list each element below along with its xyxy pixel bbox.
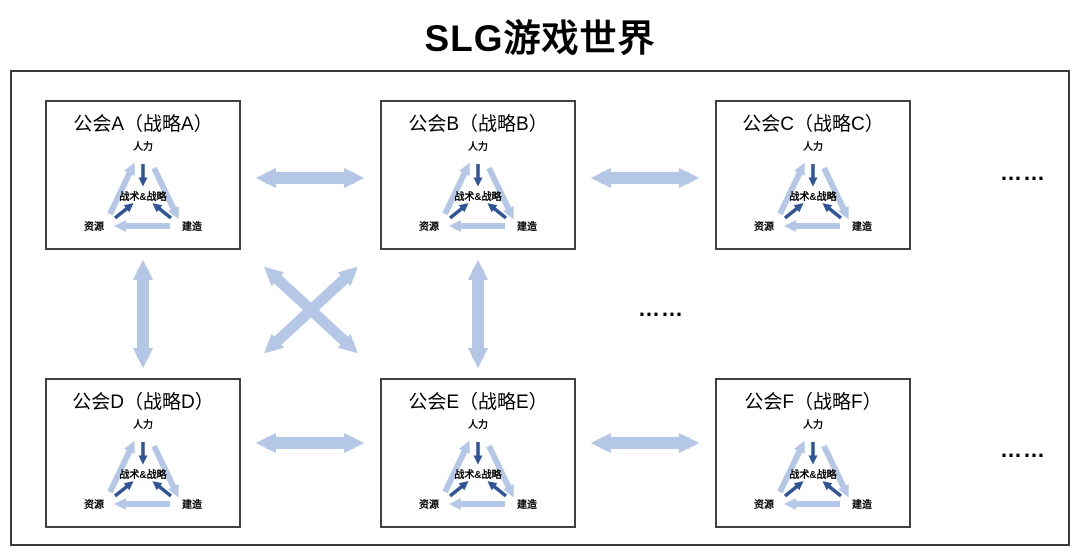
label-build: 建造 [181, 220, 203, 233]
guild-c-title: 公会C（战略C） [742, 114, 884, 135]
cycle-arrow-resources-to-manpower [777, 162, 805, 216]
ellipsis-row1: …… [1000, 160, 1046, 185]
page-title: SLG游戏世界 [424, 18, 656, 59]
label-build: 建造 [516, 220, 538, 233]
cycle-arrow-manpower-to-build [486, 166, 514, 220]
label-resources: 资源 [754, 220, 774, 233]
label-build: 建造 [851, 498, 873, 511]
inward-arrow-left [783, 481, 804, 498]
cycle-arrow-manpower-to-build [151, 166, 179, 220]
cycle-arrow-manpower-to-build [821, 166, 849, 220]
label-manpower: 人力 [468, 140, 488, 153]
cycle-arrow-manpower-to-build [151, 444, 179, 498]
guild-e-title: 公会E（战略E） [408, 392, 548, 413]
double-arrow-b-d [264, 266, 358, 354]
label-tactics-strategy: 战术&战略 [789, 190, 837, 203]
label-build: 建造 [516, 498, 538, 511]
label-tactics-strategy: 战术&战略 [454, 468, 502, 481]
guild-b-loop-diagram: 人力 战术&战略 资源 建造 [419, 140, 538, 233]
label-manpower: 人力 [133, 418, 153, 431]
guild-box-a: 公会A（战略A） 人力 战术&战略 资源 建造 [45, 100, 241, 250]
cycle-arrow-manpower-to-build [486, 444, 514, 498]
connector-a-b [255, 167, 365, 189]
label-resources: 资源 [419, 220, 439, 233]
connector-a-d [132, 259, 154, 369]
guild-box-d: 公会D（战略D） 人力 战术&战略 资源 建造 [45, 378, 241, 528]
guild-d-title: 公会D（战略D） [72, 392, 214, 413]
ellipsis-middle: …… [638, 296, 684, 321]
connector-cross-diagonal [264, 266, 358, 354]
cycle-arrow-resources-to-manpower [442, 162, 470, 216]
inward-arrow-left [783, 203, 804, 220]
label-tactics-strategy: 战术&战略 [119, 190, 167, 203]
inward-arrow-right [152, 481, 173, 498]
guild-f-loop-diagram: 人力 战术&战略 资源 建造 [754, 418, 873, 511]
label-tactics-strategy: 战术&战略 [119, 468, 167, 481]
guild-d-loop-diagram: 人力 战术&战略 资源 建造 [84, 418, 203, 511]
connector-d-e [255, 432, 365, 454]
inward-arrow-right [487, 203, 508, 220]
inward-arrow-left [113, 203, 134, 220]
label-build: 建造 [851, 220, 873, 233]
label-resources: 资源 [84, 220, 104, 233]
cycle-arrow-resources-to-manpower [777, 440, 805, 494]
connector-b-e [467, 259, 489, 369]
inward-arrow-right [487, 481, 508, 498]
inward-arrow-right [822, 481, 843, 498]
guild-box-b: 公会B（战略B） 人力 战术&战略 资源 建造 [380, 100, 576, 250]
label-tactics-strategy: 战术&战略 [454, 190, 502, 203]
label-manpower: 人力 [133, 140, 153, 153]
connector-b-c [590, 167, 700, 189]
label-manpower: 人力 [803, 140, 823, 153]
connector-e-f [590, 432, 700, 454]
cycle-arrow-manpower-to-build [821, 444, 849, 498]
guild-box-e: 公会E（战略E） 人力 战术&战略 资源 建造 [380, 378, 576, 528]
label-resources: 资源 [419, 498, 439, 511]
label-build: 建造 [181, 498, 203, 511]
label-tactics-strategy: 战术&战略 [789, 468, 837, 481]
guild-b-title: 公会B（战略B） [408, 114, 548, 135]
guild-a-title: 公会A（战略A） [73, 114, 213, 135]
inward-arrow-right [152, 203, 173, 220]
guild-f-title: 公会F（战略F） [744, 392, 882, 413]
label-resources: 资源 [754, 498, 774, 511]
inward-arrow-right [822, 203, 843, 220]
ellipsis-row2: …… [1000, 437, 1046, 462]
guild-e-loop-diagram: 人力 战术&战略 资源 建造 [419, 418, 538, 511]
cycle-arrow-resources-to-manpower [442, 440, 470, 494]
guild-box-f: 公会F（战略F） 人力 战术&战略 资源 建造 [715, 378, 911, 528]
cycle-arrow-resources-to-manpower [107, 162, 135, 216]
inward-arrow-left [448, 481, 469, 498]
label-manpower: 人力 [803, 418, 823, 431]
label-manpower: 人力 [468, 418, 488, 431]
inward-arrow-left [113, 481, 134, 498]
label-resources: 资源 [84, 498, 104, 511]
cycle-arrow-resources-to-manpower [107, 440, 135, 494]
guild-a-loop-diagram: 人力 战术&战略 资源 建造 [84, 140, 203, 233]
inward-arrow-left [448, 203, 469, 220]
guild-c-loop-diagram: 人力 战术&战略 资源 建造 [754, 140, 873, 233]
guild-box-c: 公会C（战略C） 人力 战术&战略 资源 建造 [715, 100, 911, 250]
